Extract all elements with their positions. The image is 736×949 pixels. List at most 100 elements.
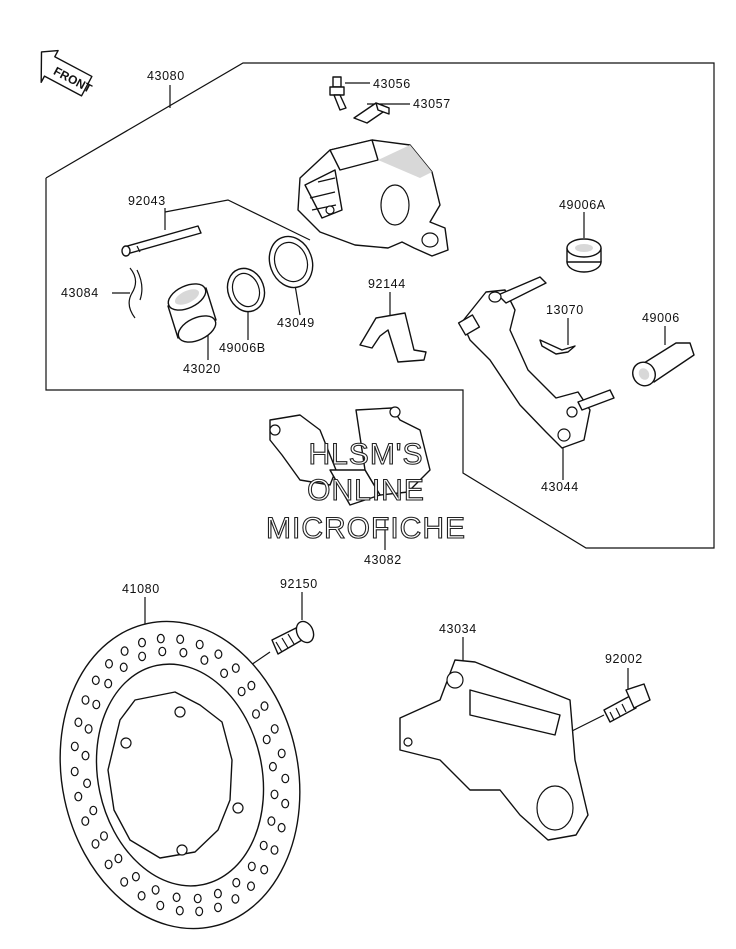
rotor-vent-hole (281, 773, 290, 784)
rotor-vent-hole (232, 877, 241, 888)
rotor-vent-hole (104, 658, 113, 669)
watermark: HLSM'S ONLINE MICROFICHE (265, 437, 466, 545)
bleed-screw-43056[interactable] (329, 76, 347, 111)
rotor-vent-hole (120, 646, 129, 656)
rotor-vent-hole (137, 890, 146, 901)
label-43044: 43044 (541, 480, 579, 494)
rotor-vent-hole (262, 734, 271, 745)
label-43056: 43056 (373, 77, 411, 91)
label-43082: 43082 (364, 553, 402, 567)
rotor-vent-hole (214, 649, 223, 659)
rotor-vent-hole (200, 655, 209, 665)
piston-43020[interactable] (164, 279, 220, 348)
rotor-vent-hole (237, 686, 246, 697)
rotor-vent-hole (81, 695, 90, 705)
caliper-body[interactable] (297, 139, 449, 257)
rotor-vent-hole (193, 893, 202, 904)
rotor-vent-hole (158, 646, 167, 657)
rotor-vent-hole (175, 905, 184, 916)
rotor-vent-hole (270, 789, 279, 800)
clip-43084[interactable] (128, 267, 143, 319)
rotor-vent-hole (267, 816, 276, 826)
label-13070: 13070 (546, 303, 584, 317)
brake-disc-41080[interactable] (32, 599, 327, 949)
label-43080: 43080 (147, 69, 185, 83)
label-43020: 43020 (183, 362, 221, 376)
rotor-vent-hole (70, 766, 79, 777)
rotor-vent-hole (114, 853, 123, 864)
front-arrow-icon: FRONT (40, 49, 95, 97)
rotor-vent-hole (156, 900, 165, 911)
rotor-vent-hole (151, 885, 160, 895)
rotor-vent-hole (89, 805, 98, 816)
watermark-line-2: ONLINE (307, 474, 425, 507)
label-43057: 43057 (413, 97, 451, 111)
bolt-92150[interactable] (271, 619, 317, 655)
label-92150: 92150 (280, 577, 318, 591)
rotor-vent-hole (268, 761, 277, 772)
bolt-92002[interactable] (603, 683, 651, 723)
label-49006: 49006 (642, 311, 680, 325)
rotor-vent-holes (70, 633, 290, 917)
rotor-vent-hole (119, 662, 128, 673)
rotor-vent-hole (91, 839, 100, 849)
rotor-vent-hole (104, 859, 113, 870)
rotor-vent-hole (104, 678, 113, 689)
rotor-vent-hole (81, 816, 90, 826)
boot-49006A[interactable] (566, 238, 602, 273)
label-43084: 43084 (61, 286, 99, 300)
label-92002: 92002 (605, 652, 643, 666)
bracket-43044[interactable] (457, 276, 615, 449)
rotor-vent-hole (260, 701, 269, 711)
rotor-vent-hole (70, 741, 79, 752)
rotor-vent-hole (91, 675, 100, 686)
rotor-vent-hole (277, 822, 286, 833)
rotor-vent-hole (74, 791, 83, 802)
rotor-vent-hole (84, 724, 93, 734)
rotor-vent-hole (179, 647, 188, 658)
watermark-line-1: HLSM'S (308, 438, 423, 471)
rotor-vent-hole (99, 831, 108, 841)
rotor-vent-hole (277, 748, 286, 759)
rotor-vent-hole (220, 668, 229, 679)
rotor-vent-hole (214, 902, 223, 913)
rotor-vent-hole (281, 798, 290, 809)
brake-pads-43082[interactable] (269, 406, 431, 506)
rotor-vent-hole (195, 906, 204, 917)
boot-49006[interactable] (628, 342, 695, 390)
rotor-vent-hole (120, 877, 129, 887)
rotor-vent-hole (252, 709, 261, 719)
label-49006A: 49006A (559, 198, 606, 212)
seal-49006B[interactable] (222, 263, 271, 317)
watermark-line-3: MICROFICHE (266, 512, 466, 545)
pin-92043[interactable] (121, 225, 202, 257)
assembly-outline (45, 62, 715, 549)
rotor-vent-hole (231, 663, 240, 673)
rotor-vent-hole (81, 750, 90, 761)
spring-92144[interactable] (359, 312, 427, 363)
label-41080: 41080 (122, 582, 160, 596)
rotor-vent-hole (172, 892, 181, 903)
rotor-vent-hole (138, 651, 147, 662)
rotor-vent-hole (247, 861, 256, 872)
rotor-vent-hole (138, 637, 147, 648)
label-92043: 92043 (128, 194, 166, 208)
label-49006B: 49006B (219, 341, 266, 355)
rotor-vent-hole (259, 840, 268, 851)
rotor-vent-hole (156, 633, 165, 644)
label-92144: 92144 (368, 277, 406, 291)
rotor-vent-hole (131, 871, 140, 882)
rotor-vent-hole (247, 680, 256, 691)
rotor-vent-hole (213, 888, 222, 899)
label-43034: 43034 (439, 622, 477, 636)
clip-13070[interactable] (539, 339, 576, 355)
caliper-bracket-43034[interactable] (399, 659, 589, 841)
rotor-vent-hole (74, 717, 83, 728)
rotor-vent-hole (247, 881, 256, 891)
seal-43049[interactable] (262, 230, 319, 293)
label-43049: 43049 (277, 316, 315, 330)
cap-43057[interactable] (353, 102, 390, 124)
rotor-vent-hole (195, 639, 204, 650)
rotor-vent-hole (270, 845, 279, 855)
